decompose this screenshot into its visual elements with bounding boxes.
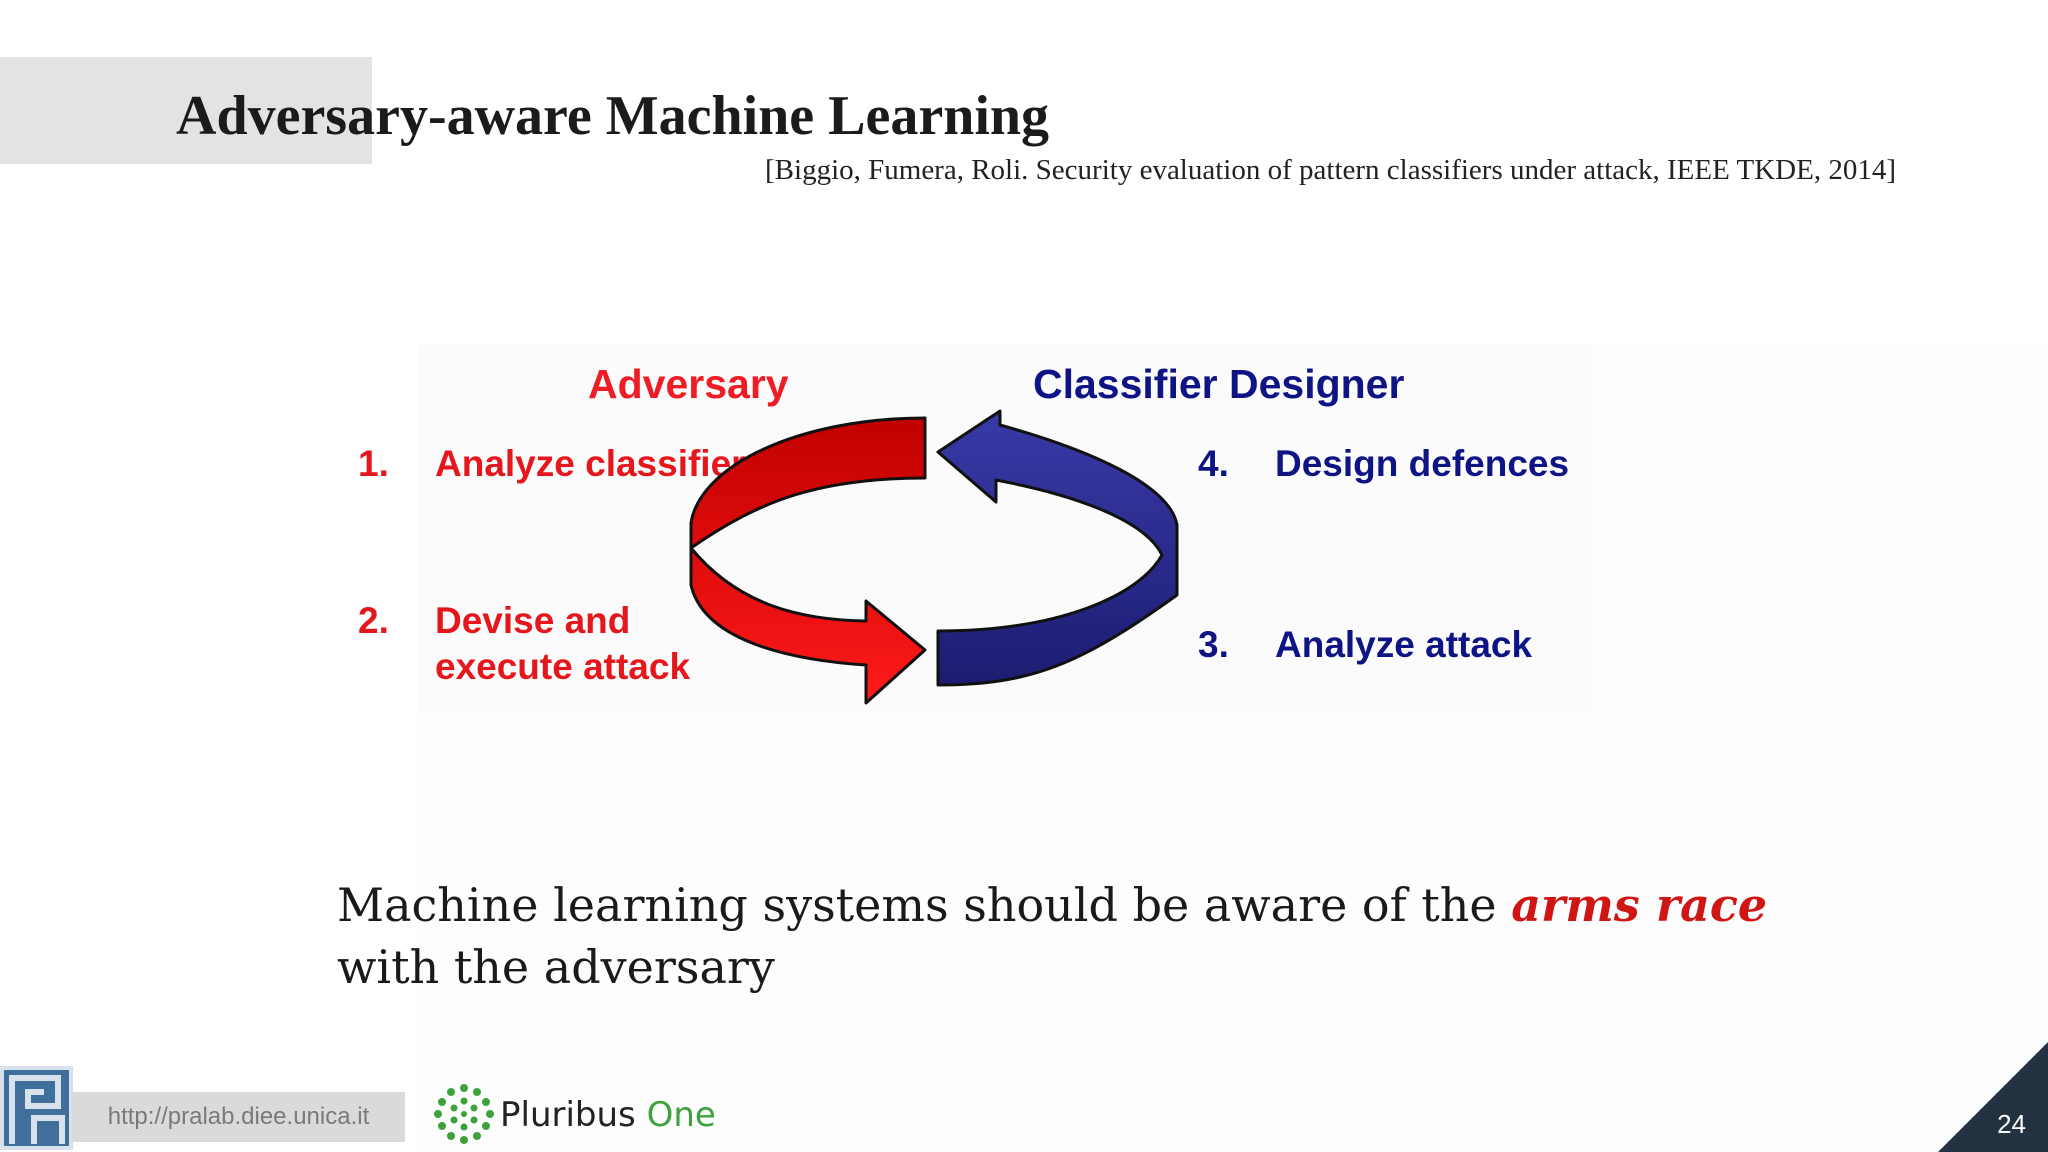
step-4-text: Design defences — [1275, 443, 1570, 484]
step-2: 2. Devise and execute attack — [358, 598, 778, 693]
citation: [Biggio, Fumera, Roli. Security evaluati… — [765, 154, 1896, 186]
pluribus-wordmark-suffix: One — [646, 1095, 716, 1135]
step-2-text: Devise and execute attack — [435, 600, 691, 687]
step-4: 4. Design defences — [1198, 441, 1638, 491]
step-1: 1. Analyze classifier — [358, 441, 778, 536]
caption-text-after: with the adversary — [337, 940, 775, 994]
arms-race-cycle-diagram — [689, 409, 1179, 705]
arms-race-caption: Machine learning systems should be aware… — [337, 874, 1797, 998]
footer-url: http://pralab.diee.unica.it — [72, 1092, 405, 1142]
caption-emphasis: arms race — [1511, 878, 1768, 932]
classifier-designer-heading: Classifier Designer — [1033, 361, 1405, 407]
step-1-text: Analyze classifier — [435, 443, 746, 484]
step-2-number: 2. — [358, 600, 389, 641]
step-3: 3. Analyze attack — [1198, 622, 1638, 672]
step-3-number: 3. — [1198, 624, 1229, 665]
slide-title: Adversary-aware Machine Learning — [176, 85, 1050, 147]
step-1-number: 1. — [358, 443, 389, 484]
designer-cycle-arrow — [936, 409, 1179, 687]
pralab-logo-icon — [0, 1066, 73, 1150]
pluribus-one-wordmark: Pluribus One — [500, 1092, 716, 1138]
caption-text-before: Machine learning systems should be aware… — [337, 878, 1512, 932]
corner-triangle — [1938, 1042, 2048, 1152]
page-number: 24 — [1997, 1109, 2026, 1139]
step-3-text: Analyze attack — [1275, 624, 1533, 665]
title-tab-background — [0, 57, 372, 164]
pluribus-wordmark-name: Pluribus — [500, 1095, 647, 1135]
step-4-number: 4. — [1198, 443, 1229, 484]
pluribus-one-logo-icon — [434, 1084, 494, 1144]
adversary-cycle-arrow — [689, 416, 927, 705]
adversary-heading: Adversary — [588, 361, 789, 407]
